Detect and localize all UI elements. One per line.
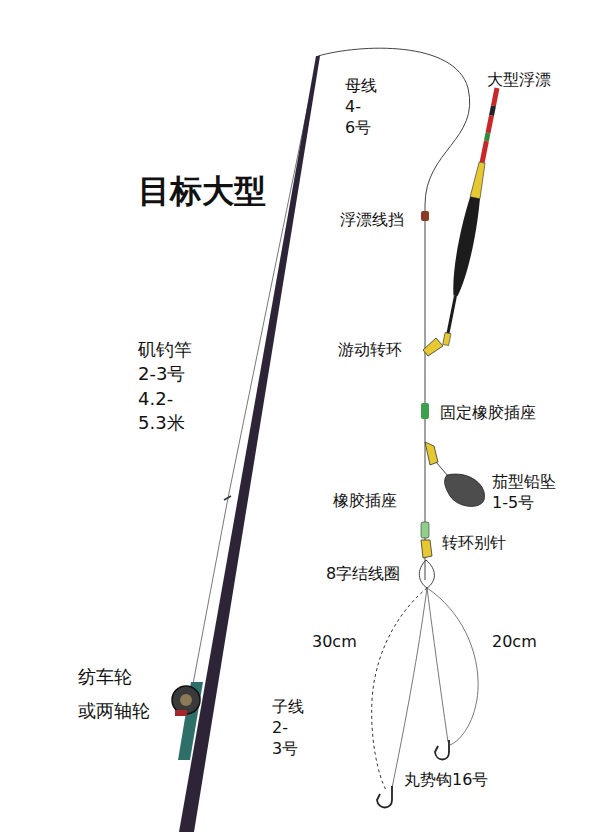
part-label: 纺车轮 或两轴轮 (78, 660, 150, 728)
egg-sinker (445, 474, 485, 506)
float-connector (443, 333, 451, 346)
float-stem (446, 296, 457, 336)
leader-line (427, 588, 448, 742)
reel-hub (180, 694, 192, 706)
part-label: 母线 4-6号 (345, 76, 377, 138)
float-tip-black (489, 105, 496, 116)
diagram-title: 目标大型 (138, 170, 266, 214)
part-label: 大型浮漂 (487, 70, 551, 91)
figure-eight-loop (419, 560, 434, 588)
float-tip-red (480, 140, 489, 163)
sinker-link (436, 462, 448, 476)
part-label: 8字结线圈 (326, 564, 400, 585)
reel-handle (175, 710, 187, 716)
leader-line (392, 588, 427, 788)
large-float (438, 87, 504, 347)
rod-guide (224, 496, 231, 500)
part-label: 游动转环 (338, 340, 402, 361)
part-label: 固定橡胶插座 (440, 403, 536, 424)
leader-20cm (427, 588, 478, 745)
float-tip-green (484, 133, 490, 142)
sinker-swivel (425, 442, 438, 465)
part-label: 20cm (492, 632, 537, 653)
float-stopper (421, 211, 429, 221)
hook (435, 740, 449, 760)
hook (377, 786, 392, 808)
leader-30cm (372, 588, 427, 790)
float-body (448, 196, 482, 297)
fixed-rubber (421, 403, 429, 419)
part-label: 茄型铅坠 1-5号 (492, 472, 556, 514)
swivel-snap (421, 540, 432, 558)
reel-line (190, 56, 318, 700)
float-band (470, 162, 487, 199)
part-label: 子线 2-3号 (272, 697, 304, 759)
main-line (318, 48, 470, 580)
part-label: 转环别针 (442, 533, 506, 554)
part-label: 矶钓竿 2-3号 4.2-5.3米 (138, 338, 192, 435)
part-label: 丸势钩16号 (404, 770, 488, 791)
part-label: 浮漂线挡 (340, 210, 404, 231)
rubber-insert (421, 522, 429, 538)
part-label: 橡胶插座 (333, 491, 397, 512)
float-tip-red (491, 88, 499, 107)
float-tip-red (486, 115, 494, 134)
sliding-swivel (423, 338, 443, 356)
spinning-reel (172, 686, 200, 714)
part-label: 30cm (312, 632, 357, 653)
